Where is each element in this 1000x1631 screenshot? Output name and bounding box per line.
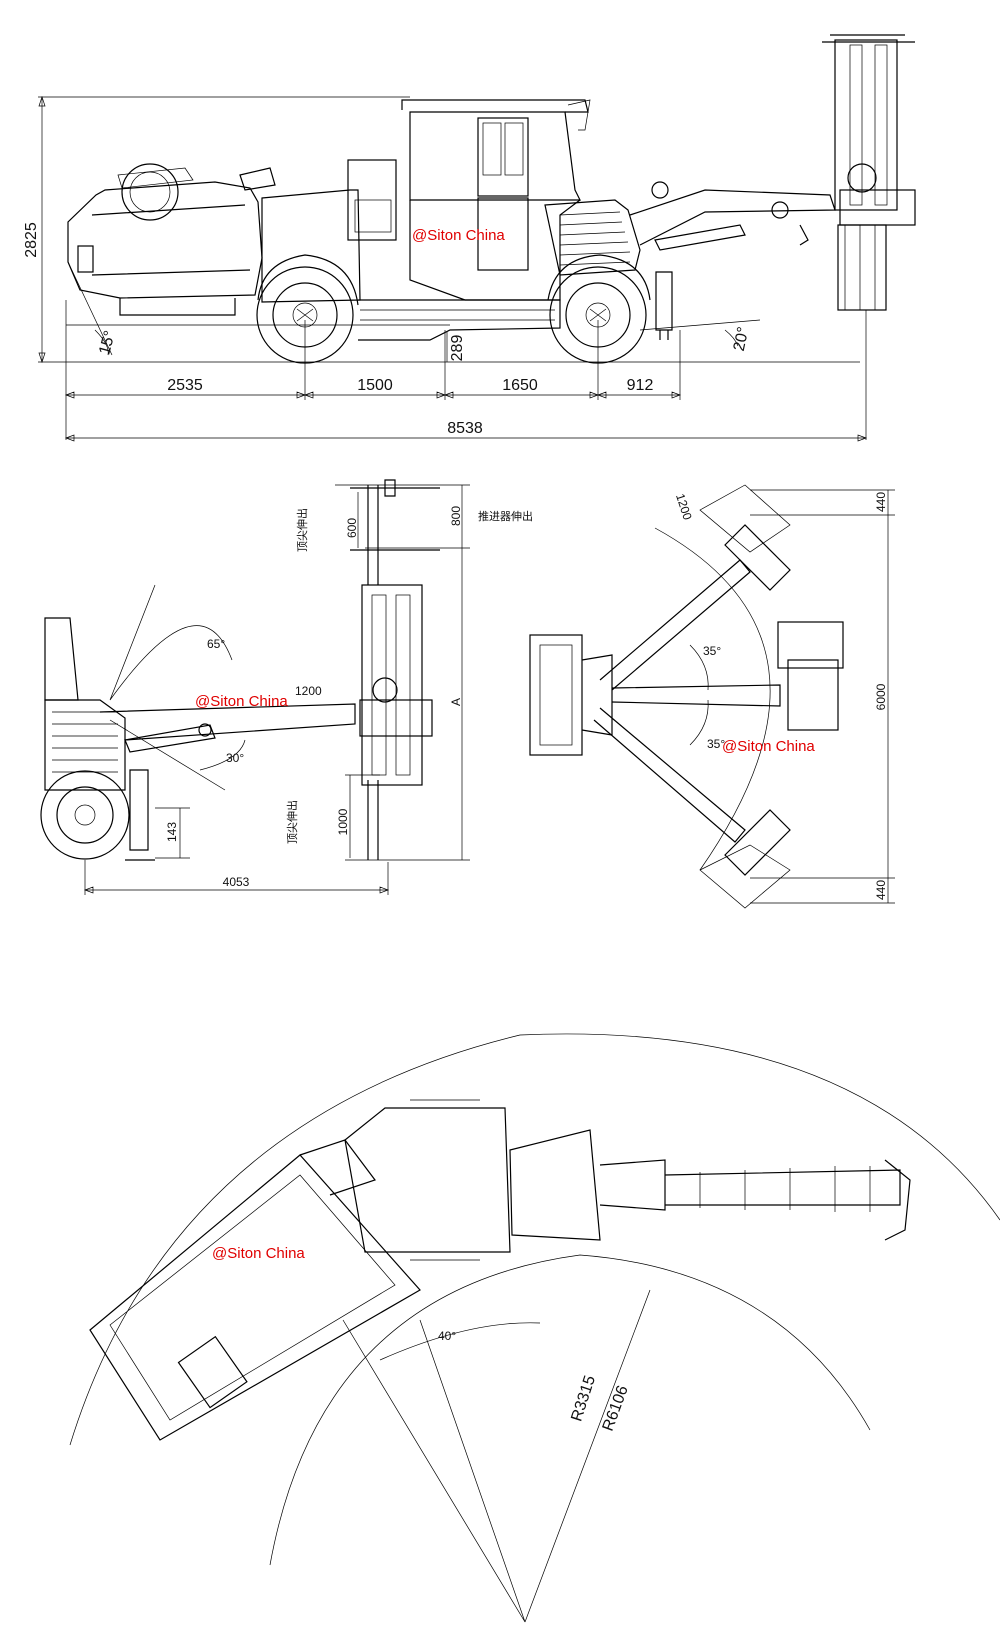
segment-rear: 2535 (167, 377, 203, 394)
approach-angle: 15° (96, 329, 119, 357)
swing-left-angle: 35° (703, 644, 721, 658)
swing-top-offset: 1200 (673, 492, 695, 522)
top-label: 顶尖伸出 (295, 508, 309, 552)
total-length: 8538 (447, 420, 483, 437)
segment-wheelbase-front: 1650 (502, 377, 538, 394)
boom-extension: 1200 (295, 684, 322, 698)
swing-right-angle: 35° (707, 737, 725, 751)
watermark: @Siton China (412, 227, 505, 244)
articulation-angle: 40° (438, 1329, 456, 1343)
swing-bottom-margin: 440 (874, 880, 888, 900)
segment-wheelbase-rear: 1500 (357, 377, 393, 394)
top-total: 800 (449, 506, 463, 526)
top-label-2: 推进器伸出 (478, 509, 533, 523)
departure-angle: 20° (731, 325, 753, 352)
turning-view: 40° R3315 R6106 @Siton China (69, 1033, 1000, 1623)
reach: 4053 (223, 875, 250, 889)
inner-radius: R3315 (568, 1373, 599, 1423)
boom-mark-a: A (449, 698, 463, 706)
vent-grid (559, 211, 631, 266)
wheel-height: 143 (165, 822, 179, 842)
swing-view: 35° 35° 1200 440 6000 440 @Siton China (529, 484, 895, 909)
segment-front: 912 (627, 377, 654, 394)
side-view: 2825 (23, 34, 916, 442)
boom-view: 65° 30° 1200 A 800 600 1000 顶尖伸出 推进器伸出 顶… (40, 479, 533, 895)
height-dim: 2825 (23, 222, 40, 258)
bottom-label: 顶尖伸出 (285, 800, 299, 844)
watermark-4: @Siton China (212, 1245, 305, 1262)
watermark-3: @Siton China (722, 738, 815, 755)
ground-clearance: 289 (449, 335, 466, 362)
outer-radius: R6106 (600, 1383, 632, 1433)
watermark-2: @Siton China (195, 693, 288, 710)
bottom-extension: 1000 (336, 808, 350, 835)
swing-top-margin: 440 (874, 492, 888, 512)
boom-lower-angle: 30° (226, 751, 244, 765)
swing-width: 6000 (874, 683, 888, 710)
top-extension: 600 (345, 518, 359, 538)
boom-upper-angle: 65° (207, 637, 225, 651)
